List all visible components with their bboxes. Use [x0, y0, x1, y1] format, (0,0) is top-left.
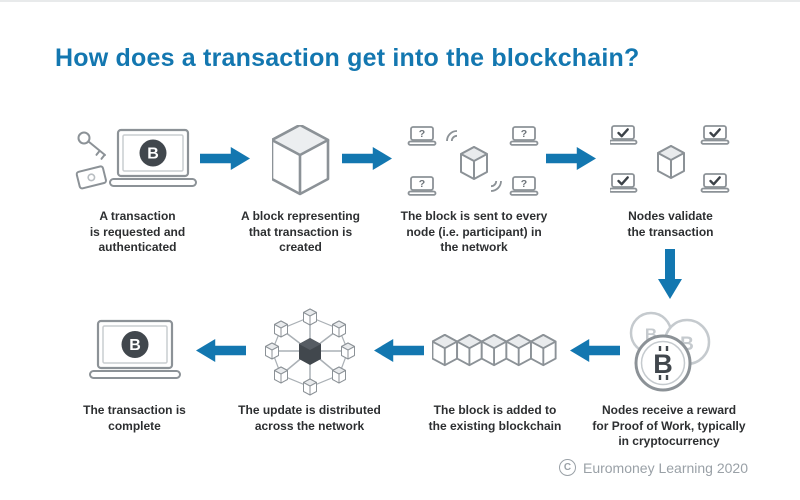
arrow-left-icon [374, 338, 424, 363]
question-glyph: ? [521, 128, 527, 140]
footer-credit: C Euromoney Learning 2020 [558, 459, 748, 476]
step-label: The block is sent to every node (i.e. pa… [400, 209, 548, 255]
step-update-distributed: The update is distributed across the net… [222, 305, 397, 434]
step-label: The update is distributed across the net… [238, 403, 381, 433]
arrow-right-icon [546, 146, 596, 171]
question-glyph: ? [419, 128, 425, 140]
copyright-c-icon: C [558, 459, 576, 476]
arrow-down-icon [657, 249, 683, 299]
broadcast-to-nodes-icon: ? ? ? ? [388, 117, 560, 203]
bitcoin-glyph: B [129, 337, 141, 354]
block-cube-icon [228, 117, 373, 203]
arrow-left-icon [196, 338, 246, 363]
distributed-network-icon [222, 305, 397, 397]
key-wallet-laptop-icon: B [55, 117, 220, 203]
step-label: A transaction is requested and authentic… [89, 209, 186, 255]
arrow-right-icon [200, 146, 250, 171]
page-title: How does a transaction get into the bloc… [55, 44, 640, 72]
blockchain-row-icon [416, 305, 574, 397]
step-block-added: The block is added to the existing block… [416, 305, 574, 434]
bitcoin-glyph: B [653, 349, 673, 379]
step-transaction-requested: B A transaction is requested and authent… [55, 117, 220, 256]
step-nodes-reward: B B B Nodes receive a reward for Proof o… [578, 305, 760, 450]
footer-text: Euromoney Learning 2020 [582, 459, 748, 476]
step-nodes-validate: Nodes validate the transaction [588, 117, 753, 240]
question-glyph: ? [521, 178, 527, 190]
step-block-broadcast: ? ? ? ? The block is sent to every node … [388, 117, 560, 256]
bitcoin-coins-icon: B B B [578, 305, 760, 397]
step-label: The block is added to the existing block… [428, 403, 562, 433]
step-label: Nodes receive a reward for Proof of Work… [592, 403, 746, 449]
arrow-right-icon [342, 146, 392, 171]
laptop-bitcoin-icon: B [52, 305, 217, 397]
bitcoin-glyph: B [147, 146, 159, 163]
arrow-left-icon [570, 338, 620, 363]
step-label: A block representing that transaction is… [241, 209, 360, 255]
step-block-created: A block representing that transaction is… [228, 117, 373, 256]
nodes-validate-icon [588, 117, 753, 203]
step-label: Nodes validate the transaction [627, 209, 714, 239]
question-glyph: ? [419, 178, 425, 190]
step-label: The transaction is complete [83, 403, 186, 433]
step-transaction-complete: B The transaction is complete [52, 305, 217, 434]
